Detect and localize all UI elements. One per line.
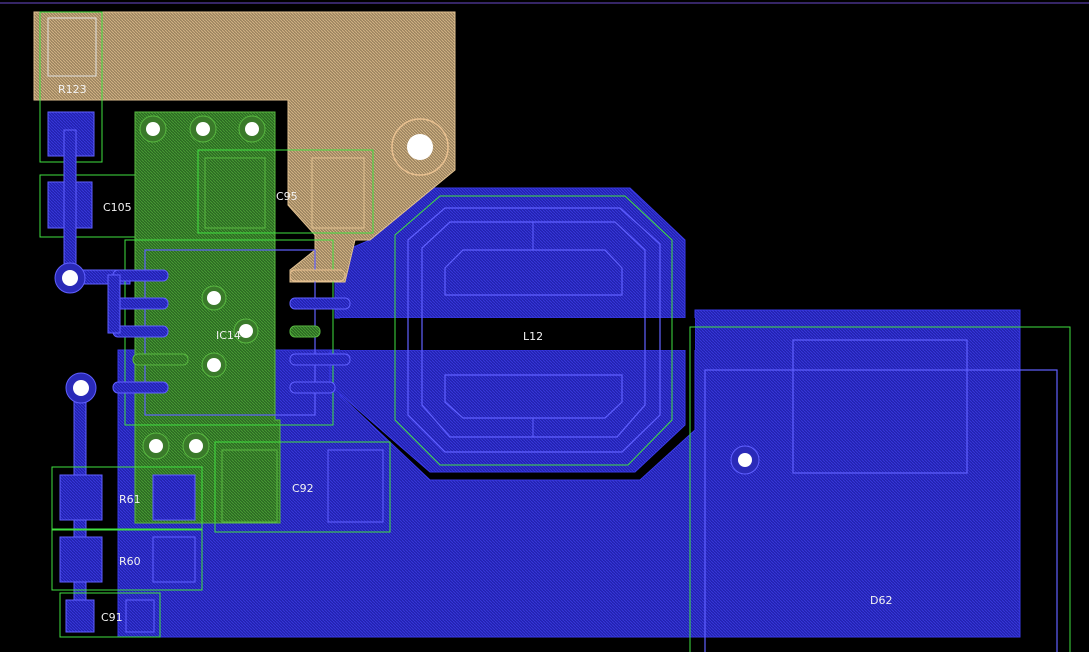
c92-pad-right [327, 449, 384, 523]
l12-pad-upper [444, 249, 623, 296]
l12-outline-outer [394, 195, 673, 466]
label-c91[interactable]: C91 [101, 611, 123, 624]
trace-left-vertical [63, 129, 77, 281]
r61-silkscreen [51, 466, 203, 530]
overlay-via-ring [391, 118, 449, 176]
top-via-1-hole [146, 122, 160, 136]
r61-pad-right [152, 474, 196, 521]
label-d62[interactable]: D62 [870, 594, 892, 607]
c95-pad-left [204, 157, 266, 229]
l12-outline-mid [407, 207, 661, 453]
c91-silkscreen [59, 592, 161, 638]
label-r60[interactable]: R60 [119, 555, 141, 568]
label-r123[interactable]: R123 [58, 83, 87, 96]
d62-pad-outline [792, 339, 968, 474]
ic14-via-3-hole [207, 358, 221, 372]
top-via-2-hole [196, 122, 210, 136]
label-ic14[interactable]: IC14 [216, 329, 241, 342]
d62-body-outline [704, 369, 1058, 652]
l12-pad-lower [444, 374, 623, 419]
r60-pad-right [152, 536, 196, 583]
ic14-left-pins [112, 269, 189, 394]
r60-pad-left [59, 536, 103, 583]
d62-via-hole [738, 453, 752, 467]
d62-silkscreen [689, 326, 1071, 652]
r61-pad-left [59, 474, 103, 521]
c91-pad-left [65, 599, 95, 633]
label-l12[interactable]: L12 [523, 330, 543, 343]
label-c95[interactable]: C95 [276, 190, 298, 203]
overlay-via[interactable] [407, 134, 433, 160]
top-via-5-hole [189, 439, 203, 453]
c92-pad-left [221, 449, 278, 523]
via-left-lower-hole [73, 380, 89, 396]
r60-silkscreen [51, 529, 203, 591]
via-left-upper-hole [62, 270, 78, 286]
c91-pad-right [125, 599, 155, 633]
top-via-3-hole [245, 122, 259, 136]
l12-outline-inner [421, 221, 646, 438]
ic14-right-pins [289, 269, 351, 394]
top-via-4-hole [149, 439, 163, 453]
l12-lower-copper [329, 349, 686, 473]
ic14-left-trace [107, 274, 121, 334]
label-r61[interactable]: R61 [119, 493, 141, 506]
label-c92[interactable]: C92 [292, 482, 314, 495]
top-copper-pour [134, 111, 281, 524]
l12-gap [340, 318, 695, 350]
c92-silkscreen [214, 441, 391, 533]
ic14-via-2-hole [239, 324, 253, 338]
ic14-via-1-hole [207, 291, 221, 305]
c95-pad-right [311, 157, 365, 229]
c95-silkscreen [197, 149, 374, 234]
r123-pad-top [47, 17, 97, 77]
label-c105[interactable]: C105 [103, 201, 132, 214]
